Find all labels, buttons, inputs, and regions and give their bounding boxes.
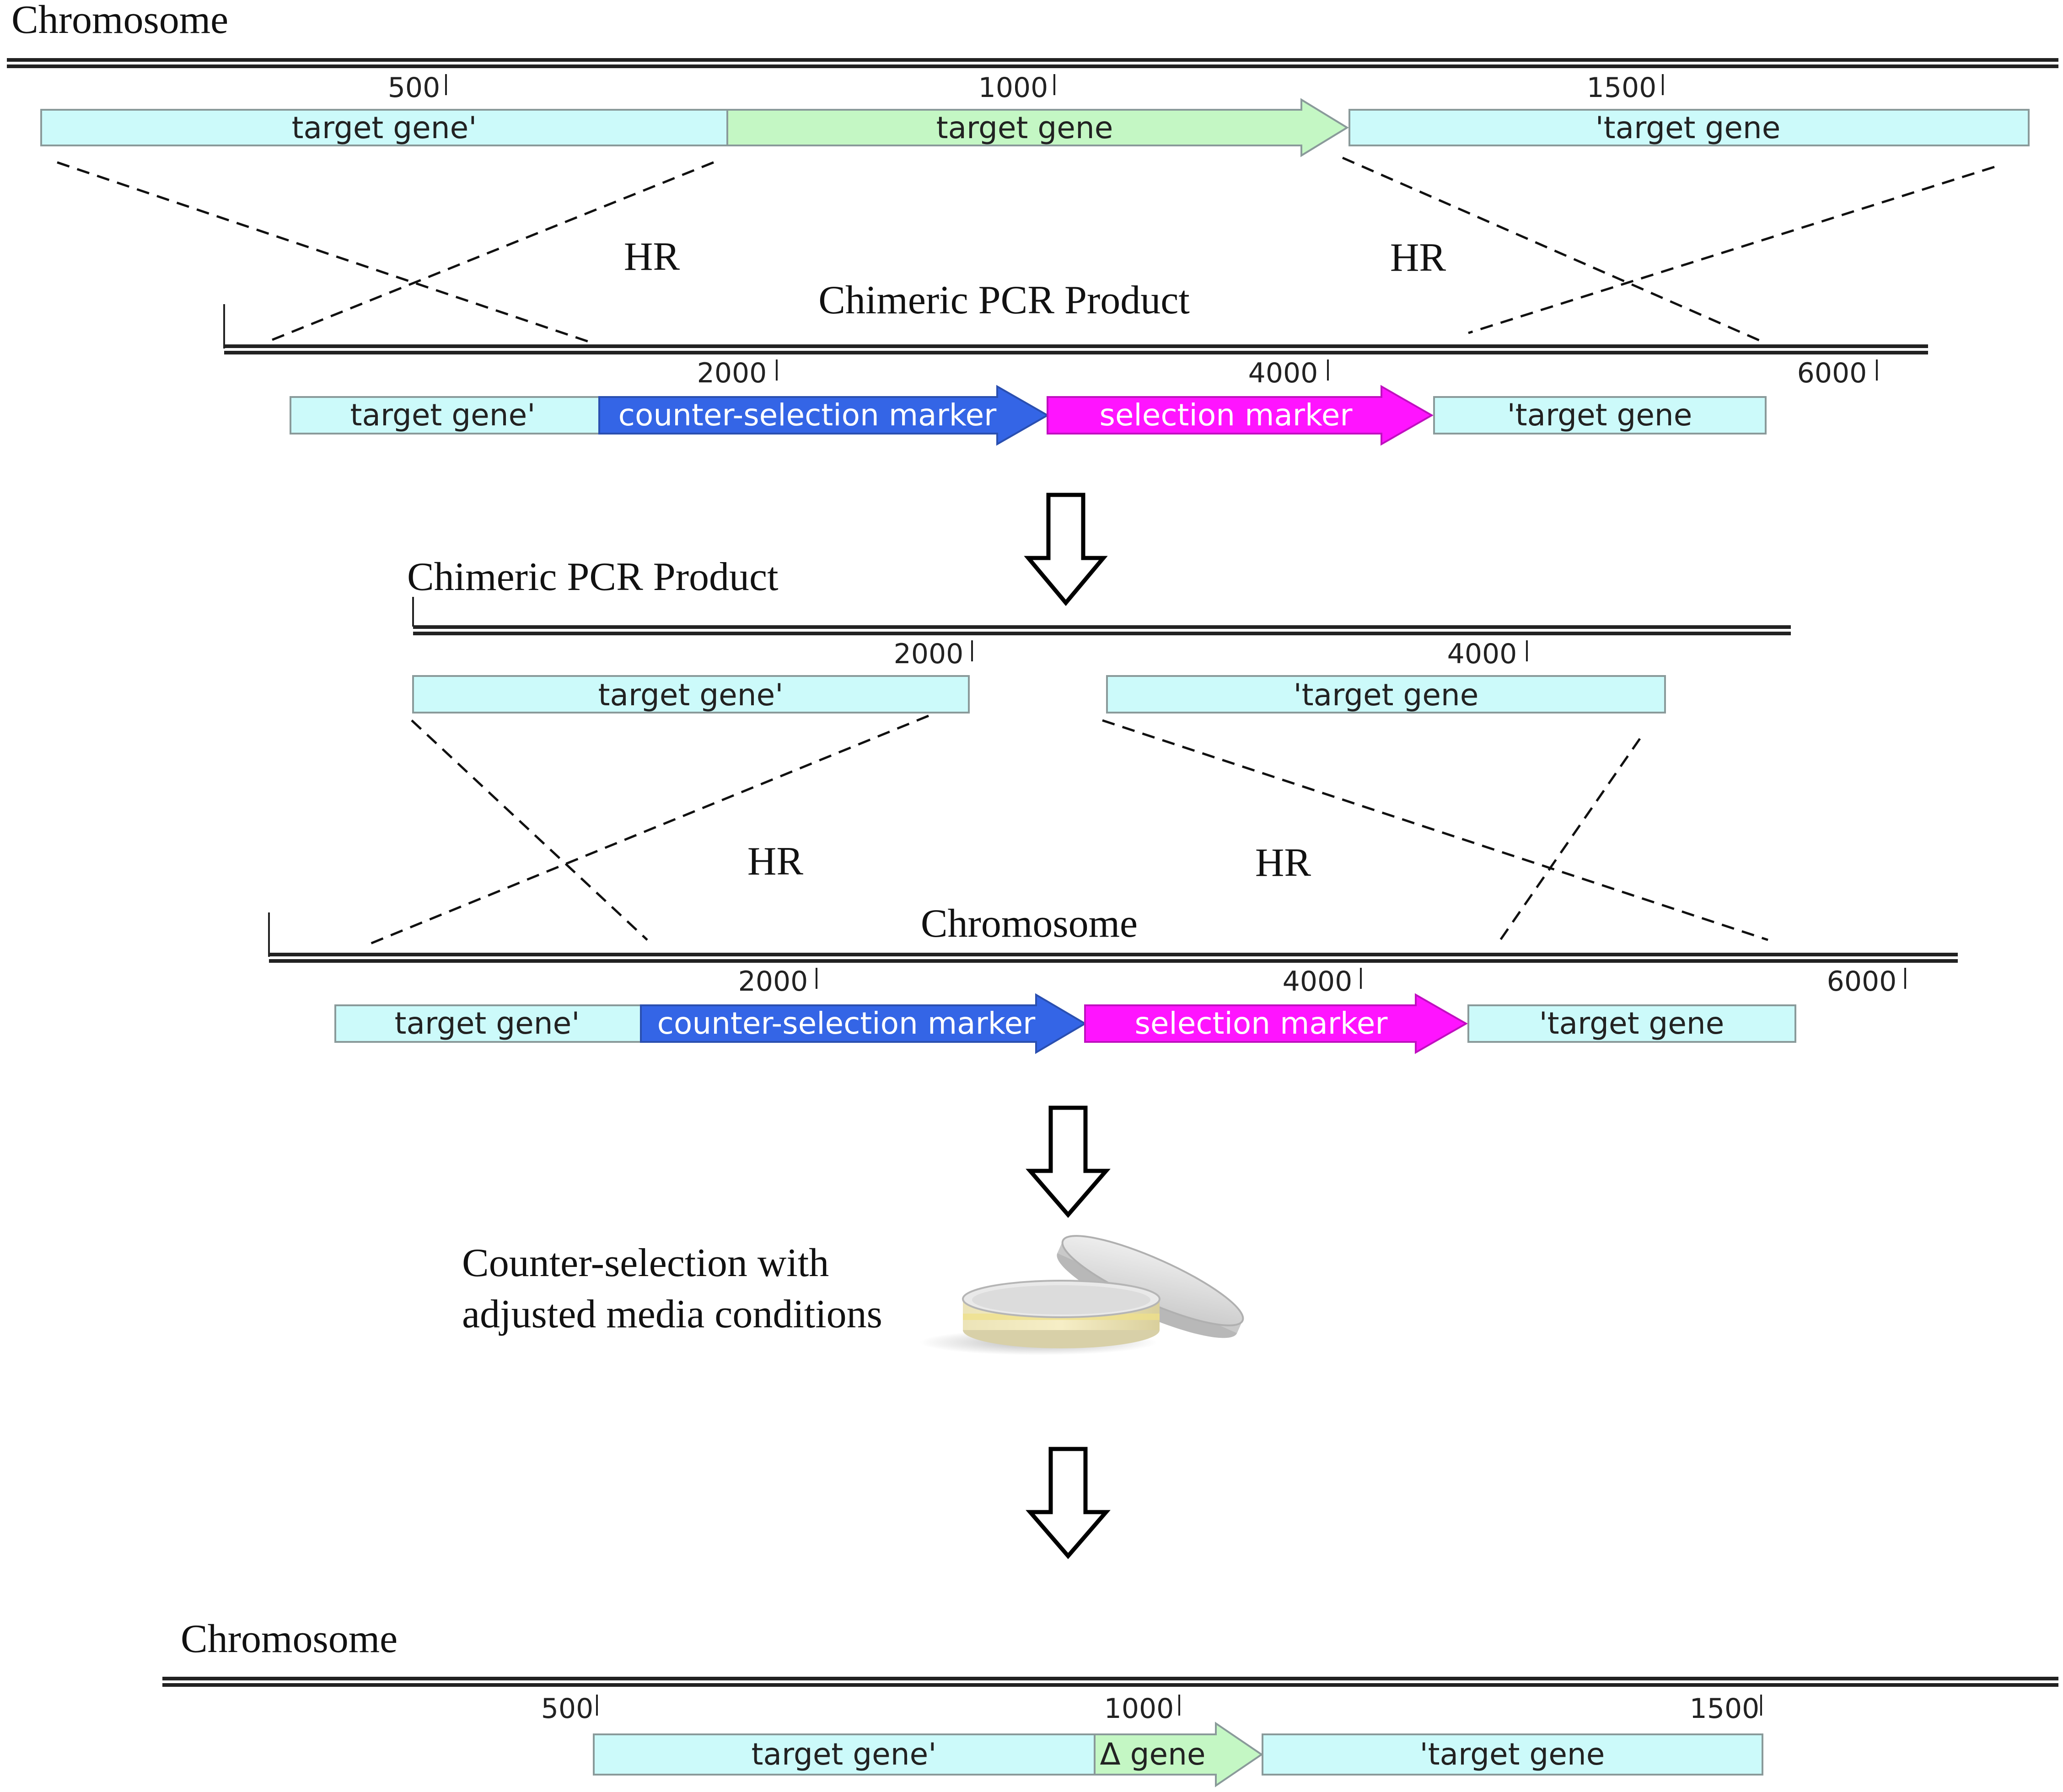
panel-1-chromosome: Chromosome 500 1000 1500 target gene' ta…: [7, 0, 2058, 343]
panel-2-tick-6000: 6000: [1797, 357, 1867, 389]
panel-5-chromosome: Chromosome 500 1000 1500 target gene' Δ …: [162, 1617, 2058, 1787]
panel-4-chromosome: Chromosome 2000 4000 6000 target gene' c…: [268, 901, 1958, 1054]
panel-3-hr-right: HR: [1255, 841, 1311, 885]
panel-1-flank-left-label: target gene': [292, 110, 477, 145]
panel-1-hr-left: HR: [624, 235, 680, 279]
panel-1-flank-right: [1348, 109, 2030, 146]
panel-4-tick-4000: 4000: [1283, 966, 1353, 998]
panel-3-tick-4000: 4000: [1447, 638, 1517, 670]
panel-2-flank-right: [1433, 396, 1767, 435]
panel-2-flank-right-label: 'target gene: [1507, 397, 1692, 433]
panel-1-flank-left: [40, 109, 728, 146]
panel-4-flank-right: [1467, 1004, 1796, 1043]
panel-2-selection-marker-label: selection marker: [1099, 397, 1353, 433]
panel-5-title: Chromosome: [181, 1617, 398, 1661]
panel-1-tick-1500: 1500: [1587, 72, 1657, 104]
panel-1-flank-right-label: 'target gene: [1596, 110, 1781, 145]
panel-2-chimeric-pcr-product: Chimeric PCR Product 2000 4000 6000 targ…: [223, 278, 1928, 446]
panel-4-tick-6000: 6000: [1827, 966, 1897, 998]
panel-5-delta-gene-arrow: [1094, 1722, 1263, 1787]
panel-3-chimeric-pcr-product: Chimeric PCR Product 2000 4000 target ge…: [368, 555, 1791, 946]
panel-1-double-line: [7, 58, 2058, 68]
panel-5-delta-gene-label: Δ gene: [1100, 1737, 1205, 1772]
panel-3-double-line: [413, 625, 1791, 635]
panel-1-hr-right: HR: [1390, 236, 1446, 280]
panel-5-tick-500: 500: [541, 1693, 594, 1725]
panel-5-double-line: [162, 1677, 2058, 1687]
panel-2-counter-selection-marker-arrow: [598, 385, 1050, 446]
panel-5-tick-1500: 1500: [1690, 1693, 1760, 1725]
panel-2-flank-left: [290, 396, 600, 435]
panel-4-title: Chromosome: [921, 901, 1138, 946]
panel-3-crossover-line: [1499, 738, 1641, 941]
panel-4-counter-selection-marker-label: counter-selection marker: [657, 1006, 1036, 1041]
panel-4-selection-marker-arrow: [1084, 993, 1468, 1054]
panel-4-tick-2000: 2000: [738, 966, 808, 998]
panel-5-tick-1000: 1000: [1104, 1693, 1174, 1725]
panel-2-double-line: [224, 344, 1928, 354]
panel-2-tick-4000: 4000: [1248, 357, 1318, 389]
panel-3-flank-left-label: target gene': [598, 677, 784, 713]
panel-4-double-line: [269, 953, 1958, 963]
down-arrow-icon: [1024, 493, 1108, 606]
panel-1-crossover-line: [269, 161, 714, 342]
panel-3-tick-2000: 2000: [894, 638, 964, 670]
panel-2-counter-selection-marker-label: counter-selection marker: [618, 397, 997, 433]
counter-selection-text-line-2: adjusted media conditions: [462, 1292, 882, 1336]
down-arrow-icon: [1026, 1447, 1111, 1559]
panel-1-target-gene-label: target gene: [936, 110, 1113, 145]
panel-2-flank-left-label: target gene': [350, 397, 536, 433]
panel-2-title: Chimeric PCR Product: [818, 278, 1190, 322]
panel-3-crossover-line: [411, 719, 648, 941]
petri-dish-icon: [919, 1235, 1244, 1355]
counter-selection-step: Counter-selection with adjusted media co…: [462, 1235, 1244, 1355]
panel-1-title: Chromosome: [11, 0, 228, 42]
panel-2-tick-2000: 2000: [697, 357, 767, 389]
panel-3-flank-right: [1106, 675, 1666, 714]
panel-3-title: Chimeric PCR Product: [407, 555, 779, 599]
panel-3-hr-left: HR: [747, 839, 804, 884]
panel-4-flank-right-label: 'target gene: [1539, 1006, 1725, 1041]
panel-4-selection-marker-label: selection marker: [1134, 1006, 1388, 1041]
counter-selection-text-line-1: Counter-selection with: [462, 1241, 829, 1285]
panel-3-crossover-line: [368, 714, 929, 946]
panel-1-crossover-line: [57, 161, 591, 343]
panel-1-tick-1000: 1000: [978, 72, 1048, 104]
panel-3-flank-right-label: 'target gene: [1294, 677, 1479, 713]
down-arrow-icon: [1026, 1105, 1111, 1218]
panel-1-target-gene-arrow: [726, 98, 1349, 157]
panel-4-flank-left-label: target gene': [395, 1006, 580, 1041]
panel-1-tick-500: 500: [388, 72, 441, 104]
panel-2-selection-marker-arrow: [1047, 385, 1434, 446]
panel-4-counter-selection-marker-arrow: [640, 993, 1087, 1054]
panel-5-flank-left-label: target gene': [752, 1737, 937, 1772]
panel-3-crossover-line: [1102, 719, 1768, 941]
panel-5-flank-right-label: 'target gene: [1420, 1737, 1605, 1772]
panel-4-flank-left: [334, 1004, 642, 1043]
panel-1-crossover-line: [1342, 156, 1764, 343]
panel-3-flank-left: [412, 675, 970, 714]
panel-1-crossover-line: [1468, 166, 1995, 334]
panel-5-flank-right: [1262, 1733, 1763, 1776]
